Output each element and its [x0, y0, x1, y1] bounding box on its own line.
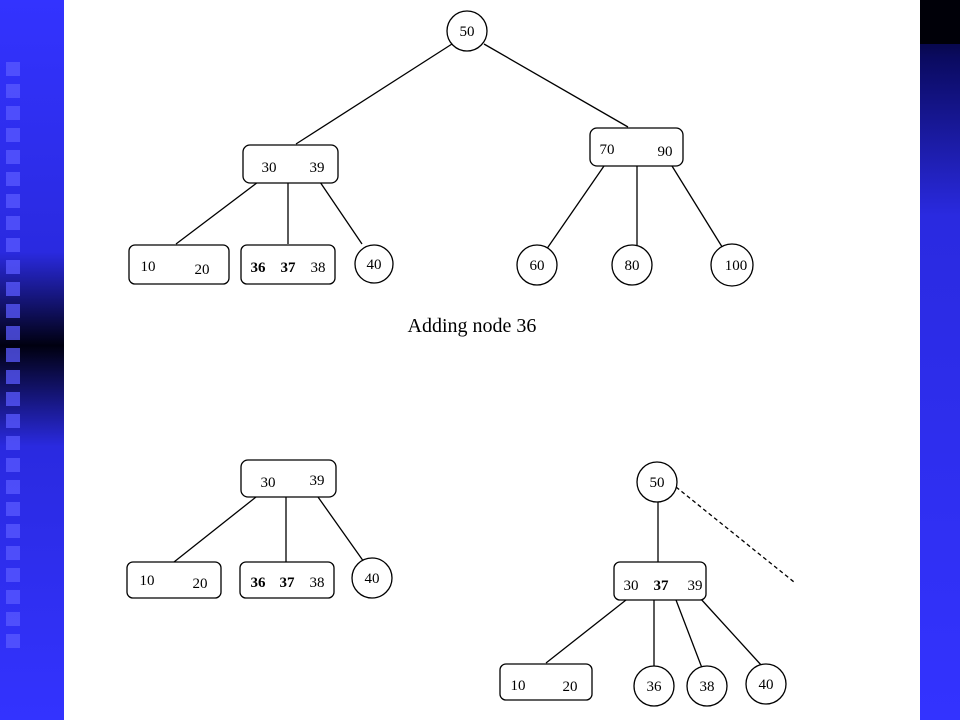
- svg-text:36: 36: [251, 260, 267, 276]
- svg-text:37: 37: [281, 260, 297, 276]
- bottom-left-leaf-36-37-38: 36 37 38: [239, 561, 335, 599]
- caption: Adding node 36: [408, 315, 537, 337]
- top-leaf-100: 100: [710, 243, 754, 287]
- svg-text:38: 38: [700, 679, 715, 695]
- left-decor-band: [0, 0, 64, 720]
- svg-text:10: 10: [141, 259, 156, 275]
- svg-text:39: 39: [688, 578, 703, 594]
- bottom-right-leaf-10-20: 10 20: [499, 663, 593, 701]
- top-leaf-80: 80: [611, 244, 653, 286]
- svg-text:30: 30: [261, 475, 276, 491]
- top-left-internal-node: 30 39: [242, 144, 339, 184]
- svg-text:10: 10: [140, 573, 155, 589]
- svg-text:36: 36: [251, 575, 267, 591]
- svg-text:37: 37: [280, 575, 296, 591]
- svg-text:38: 38: [311, 260, 326, 276]
- bottom-left-leaf-40: 40: [351, 557, 393, 599]
- bottom-right-leaf-40: 40: [745, 663, 787, 705]
- top-leaf-10-20: 10 20: [128, 244, 230, 285]
- svg-text:38: 38: [310, 575, 325, 591]
- svg-text:39: 39: [310, 160, 325, 176]
- left-decor-squares: [6, 62, 24, 656]
- svg-text:20: 20: [193, 576, 208, 592]
- svg-text:39: 39: [310, 473, 325, 489]
- svg-text:90: 90: [658, 144, 673, 160]
- top-leaf-40: 40: [354, 244, 394, 284]
- bottom-right-leaf-36: 36: [633, 665, 675, 707]
- svg-text:70: 70: [600, 142, 615, 158]
- svg-text:30: 30: [624, 578, 639, 594]
- right-decor-band: [920, 0, 960, 720]
- svg-text:40: 40: [365, 571, 380, 587]
- svg-text:36: 36: [647, 679, 663, 695]
- svg-text:37: 37: [654, 578, 670, 594]
- top-root-node: 50: [446, 10, 488, 52]
- bottom-left-leaf-10-20: 10 20: [126, 561, 222, 599]
- svg-text:30: 30: [262, 160, 277, 176]
- svg-text:20: 20: [195, 262, 210, 278]
- right-decor-cap: [920, 0, 960, 44]
- svg-text:50: 50: [460, 24, 475, 40]
- svg-text:100: 100: [725, 258, 748, 274]
- top-leaf-36-37-38: 36 37 38: [240, 244, 336, 285]
- top-leaf-60: 60: [516, 244, 558, 286]
- svg-text:80: 80: [625, 258, 640, 274]
- svg-text:50: 50: [650, 475, 665, 491]
- svg-text:40: 40: [367, 257, 382, 273]
- bottom-right-leaf-38: 38: [686, 665, 728, 707]
- svg-text:60: 60: [530, 258, 545, 274]
- top-right-internal-node: 70 90: [589, 127, 684, 167]
- svg-text:10: 10: [511, 678, 526, 694]
- svg-text:40: 40: [759, 677, 774, 693]
- bottom-right-root-node: 50: [636, 461, 678, 503]
- bottom-left-root-node: 30 39: [240, 459, 337, 498]
- svg-text:20: 20: [563, 679, 578, 695]
- bottom-right-middle-node: 30 37 39: [613, 561, 707, 601]
